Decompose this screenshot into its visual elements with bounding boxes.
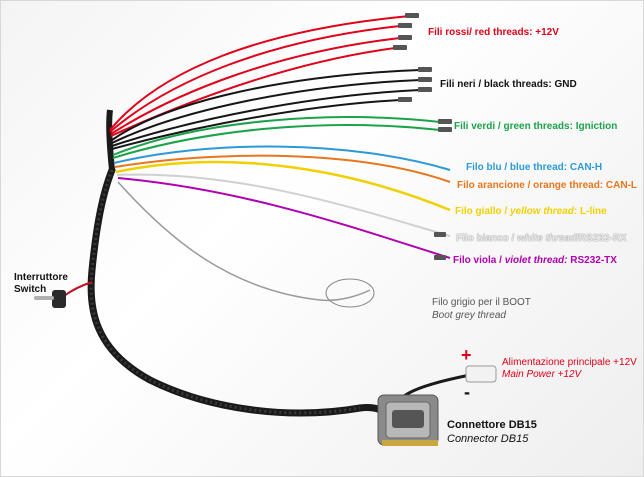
label-switch-2: Switch [14,284,47,295]
label-violet-wire: Filo viola / violet thread: RS232-TX [453,255,617,267]
label-db15-1: Connettore DB15 [447,419,537,431]
yellow-wire [115,160,451,212]
switch-body [52,290,66,308]
minus-sign: - [464,382,470,402]
blue-wire [113,145,451,171]
green-wires [112,116,441,159]
label-white-en: white thread [517,233,577,244]
violet-wire [117,177,451,259]
plus-sign: + [461,345,472,365]
label-power-1: Alimentazione principale +12V [502,357,637,368]
grey-wire [117,181,371,302]
grey-wire-coil [325,278,375,308]
label-black-wires: Fili neri / black threads: GND [440,79,577,90]
db15-connector [377,394,439,446]
label-grey-wire-2: Boot grey thread [432,310,506,321]
label-green-wires: Fili verdi / green threads: Igniction [454,121,618,132]
label-red-wires: Fili rossi/ red threads: +12V [428,27,559,38]
label-yellow-en: yellow thread [510,206,574,217]
orange-wire [114,154,451,183]
switch-lead [63,281,93,297]
cable-upper [106,109,115,171]
label-violet-it: Filo viola / [453,255,505,266]
label-white-it: Filo bianco / [456,233,518,244]
label-violet-en: violet thread: [504,255,568,266]
label-yellow-it: Filo giallo / [455,206,510,217]
label-grey-wire-1: Filo grigio per il BOOT [432,297,531,308]
label-power-2: Main Power +12V [502,369,582,380]
label-yellow-wire: Filo giallo / yellow thread: L-line [455,206,607,218]
label-white-wire: Filo bianco / white thread/RS232-RX [456,233,627,245]
label-blue-wire: Filo blu / blue thread: CAN-H [466,162,603,173]
label-yellow-val: : L-line [573,206,607,217]
braided-cable-texture [89,169,361,415]
black-wires [111,69,421,150]
power-connector [465,365,497,383]
label-switch-1: Interruttore [14,272,68,283]
white-wire [116,173,451,237]
wire-terminals [393,13,452,260]
label-orange-wire: Filo arancione / orange thread: CAN-L [457,180,638,191]
switch-toggle [34,296,54,300]
label-db15-2: Connector DB15 [447,433,529,445]
label-white-val: /RS232-RX [576,233,627,244]
label-violet-val: RS232-TX [567,255,617,266]
